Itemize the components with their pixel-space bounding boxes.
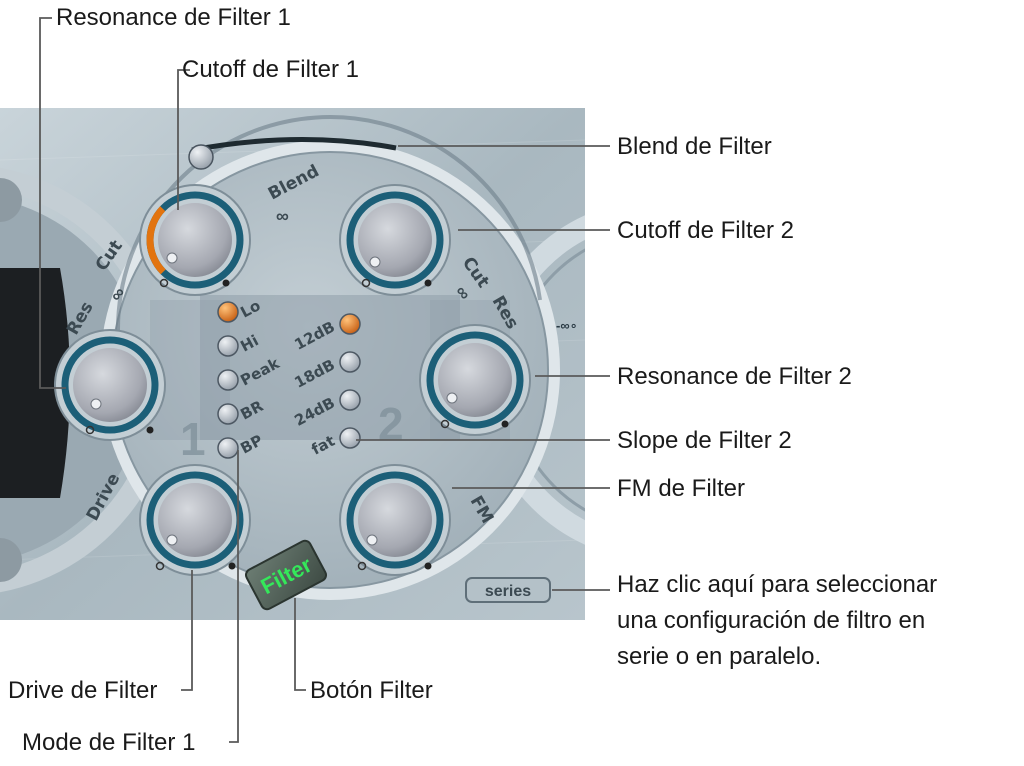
callout-slope-filter2: Slope de Filter 2 (617, 427, 792, 454)
callout-blend-filter: Blend de Filter (617, 133, 772, 160)
callout-cutoff-filter2: Cutoff de Filter 2 (617, 217, 794, 244)
slope-led[interactable] (339, 389, 361, 411)
mode-option-bp[interactable]: BP (217, 431, 266, 459)
slope-led[interactable] (339, 427, 361, 449)
slope-led[interactable] (339, 313, 361, 335)
callout-drive-filter: Drive de Filter (8, 677, 157, 704)
callout-filter-button: Botón Filter (310, 677, 433, 704)
callout-fm-filter: FM de Filter (617, 475, 745, 502)
cutoff1-knob[interactable] (139, 184, 251, 296)
callout-resonance-filter1: Resonance de Filter 1 (56, 4, 291, 31)
callout-mode-filter1: Mode de Filter 1 (22, 729, 195, 756)
series-button-label: series (485, 583, 531, 600)
blend-link-icon: ∞ (276, 206, 289, 226)
callout-resonance-filter2: Resonance de Filter 2 (617, 363, 852, 390)
fm-knob[interactable] (339, 464, 451, 576)
callout-series-line3: serie o en paralelo. (617, 643, 821, 670)
synth-panel: -∞∘ 1 2 (0, 108, 585, 620)
callouts: Resonance de Filter 1 Cutoff de Filter 1… (8, 4, 937, 756)
filter1-number: 1 (180, 413, 206, 465)
slope-led[interactable] (339, 351, 361, 373)
resonance1-knob[interactable] (54, 329, 166, 441)
drive-knob[interactable] (139, 464, 251, 576)
mode-led[interactable] (217, 369, 239, 391)
mode-led[interactable] (217, 403, 239, 425)
left-dark-window (0, 268, 70, 498)
resonance2-knob[interactable] (419, 324, 531, 436)
blend-slider-track[interactable] (191, 136, 397, 153)
cutoff2-knob[interactable] (339, 184, 451, 296)
series-button[interactable]: series (465, 577, 551, 603)
cutoff1-value-arc (146, 206, 166, 275)
callout-series-line2: una configuración de filtro en (617, 607, 925, 634)
mode-led[interactable] (217, 437, 239, 459)
leader-lines (39, 17, 610, 743)
mode-led[interactable] (217, 335, 239, 357)
blend-slider-handle[interactable] (188, 144, 214, 170)
mode-led[interactable] (217, 301, 239, 323)
svg-text:-∞∘: -∞∘ (556, 318, 578, 333)
callout-series-line1: Haz clic aquí para seleccionar (617, 571, 937, 598)
filter2-number: 2 (378, 398, 404, 450)
callout-cutoff-filter1: Cutoff de Filter 1 (182, 56, 359, 83)
